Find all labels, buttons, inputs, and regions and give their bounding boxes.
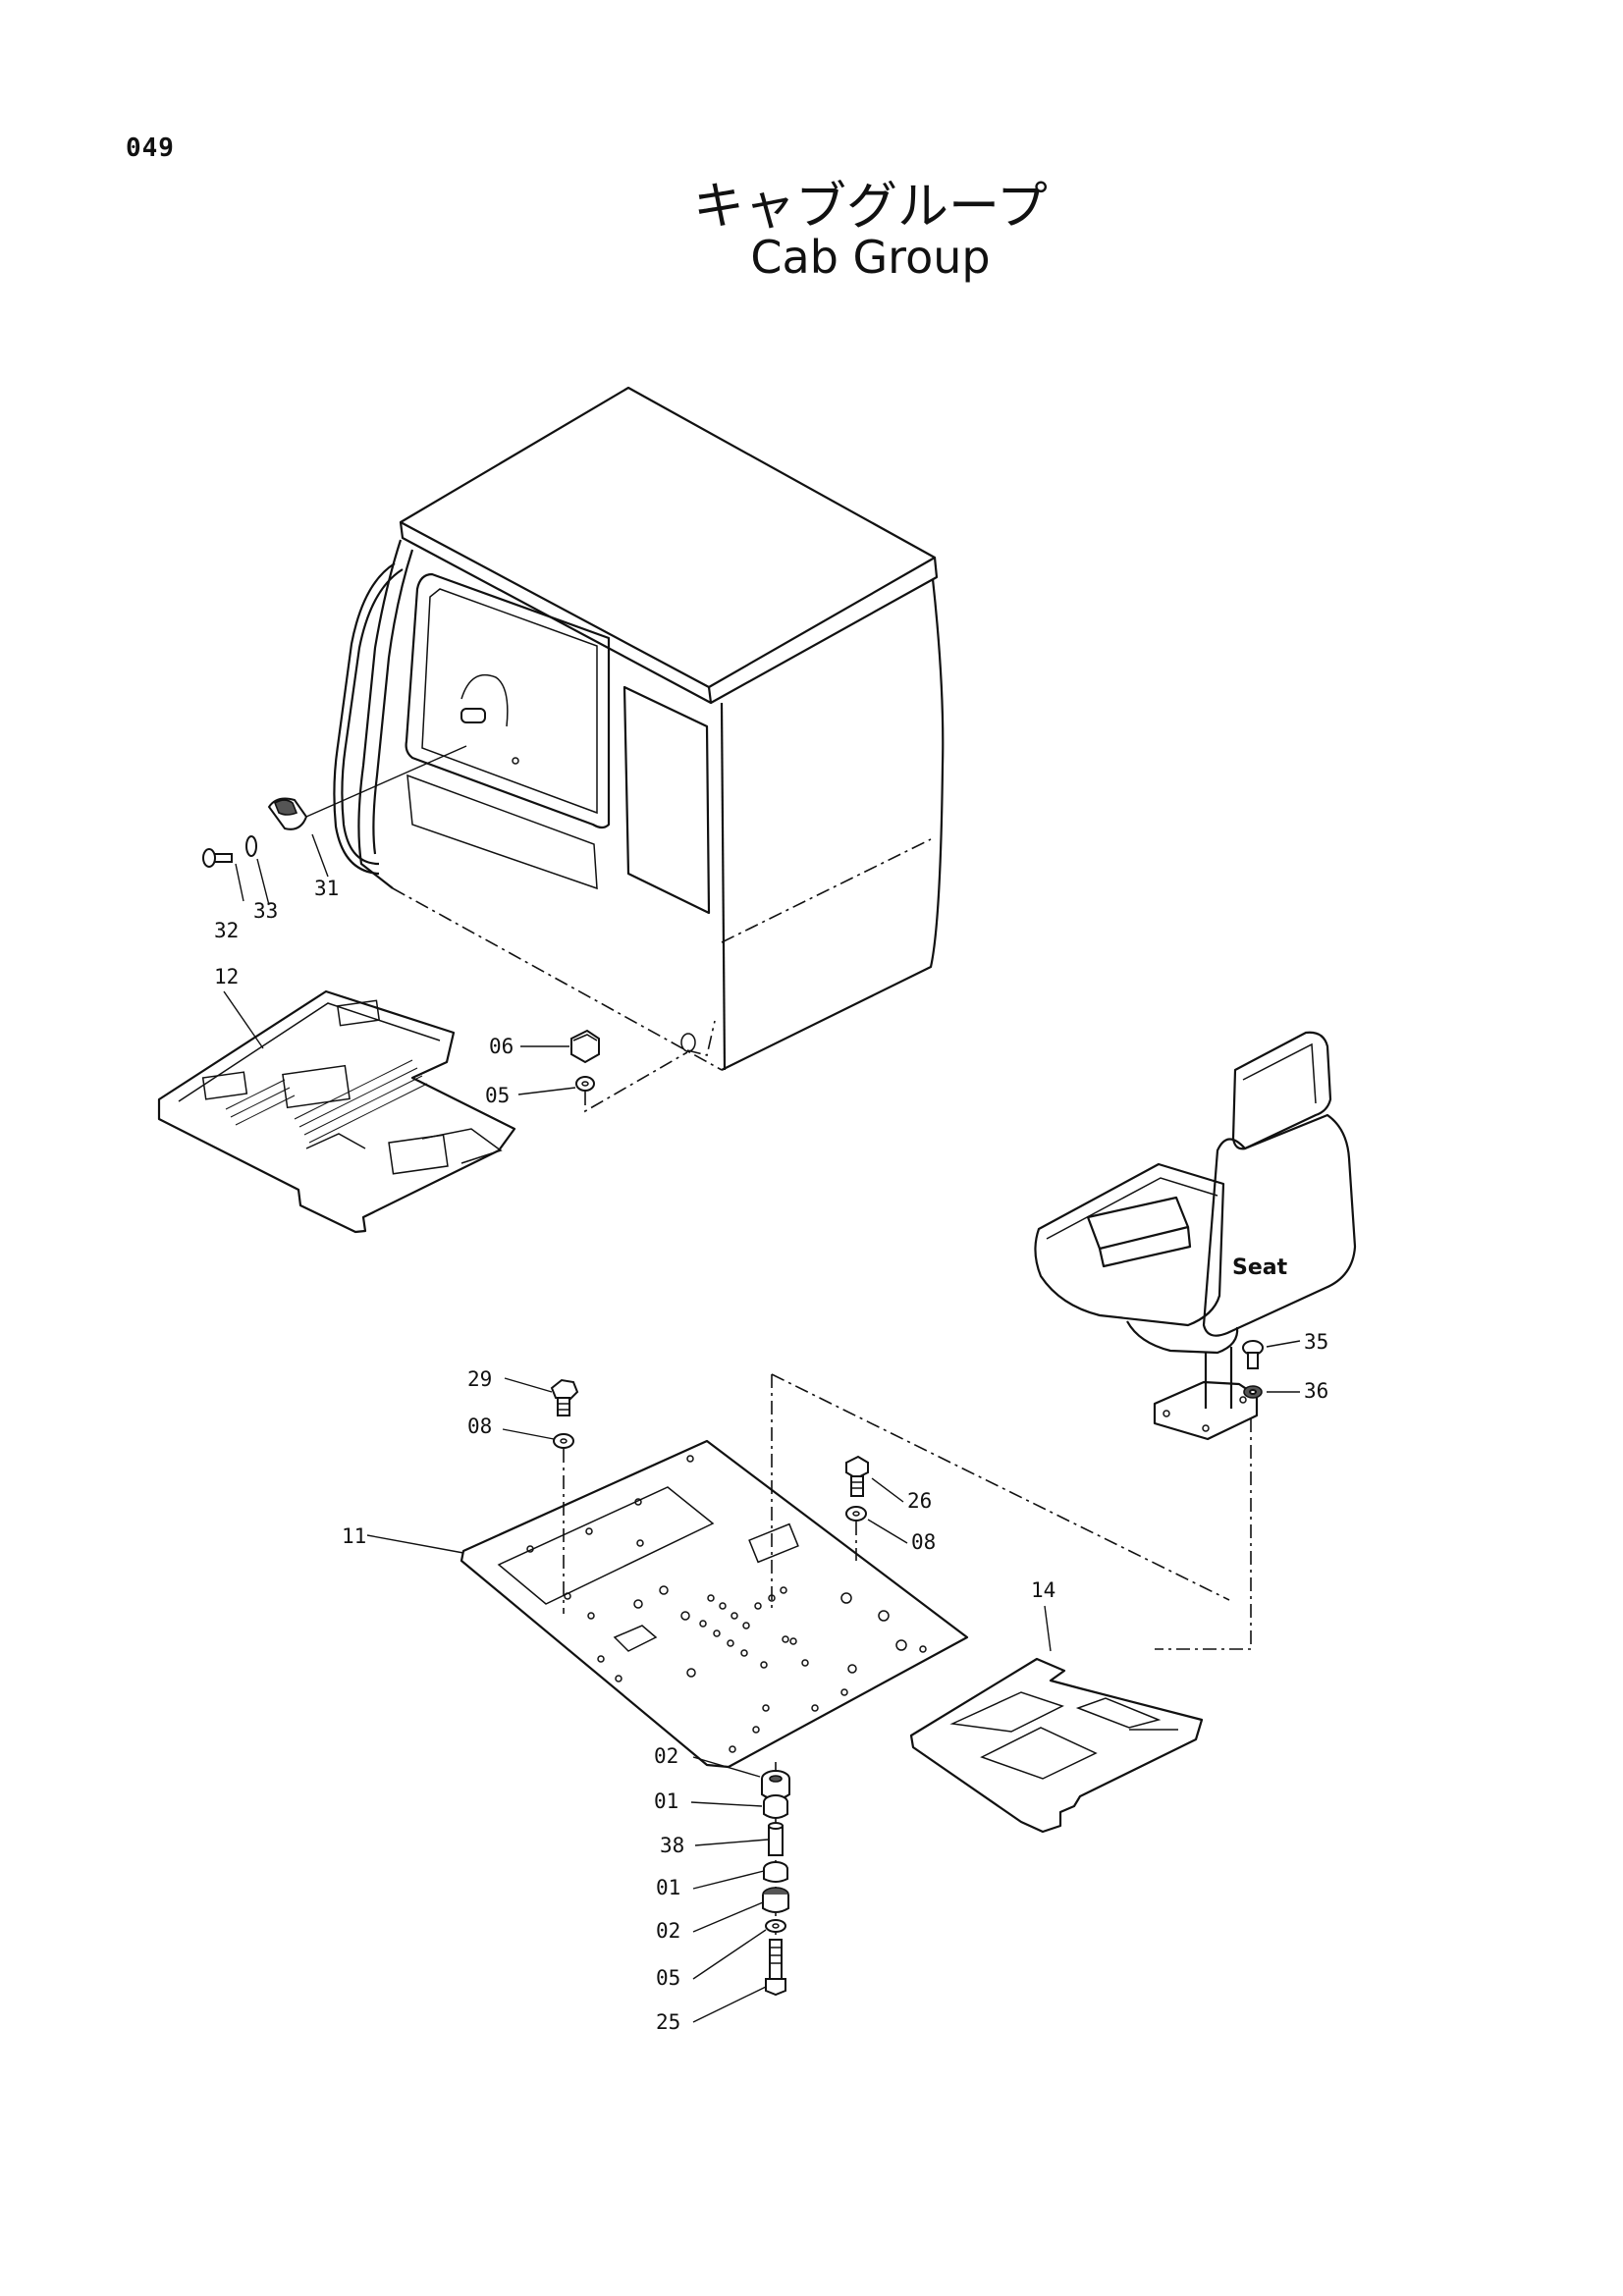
part-06-nut (570, 1029, 600, 1064)
label-11: 11 (342, 1524, 366, 1548)
part-08-washer-right (845, 1506, 867, 1522)
label-01-upper: 01 (654, 1789, 678, 1813)
seat (1034, 1031, 1357, 1650)
label-35: 35 (1304, 1330, 1328, 1354)
label-14: 14 (1031, 1578, 1055, 1602)
label-02-upper: 02 (654, 1744, 678, 1768)
part-31-latch (267, 745, 467, 830)
label-26: 26 (907, 1489, 932, 1513)
part-32-screw (202, 848, 233, 868)
label-02-lower: 02 (656, 1919, 680, 1943)
part-01-upper-mount (763, 1794, 788, 1819)
label-12: 12 (214, 965, 239, 988)
label-33: 33 (253, 899, 278, 923)
label-01-lower: 01 (656, 1876, 680, 1899)
label-08-left: 08 (467, 1415, 492, 1438)
label-05-lower: 05 (656, 1966, 680, 1990)
part-11-floor-plate (460, 1439, 969, 1769)
label-08-right: 08 (911, 1530, 936, 1554)
title-english: Cab Group (750, 231, 991, 284)
label-05-upper: 05 (485, 1084, 510, 1107)
page-number: 049 (126, 133, 175, 163)
part-08-washer-left (553, 1433, 574, 1449)
part-26-bolt (845, 1455, 869, 1497)
part-02-lower-cushion (762, 1887, 789, 1913)
part-33-washer (245, 835, 257, 857)
cab-body (333, 386, 945, 1071)
part-25-bolt (765, 1939, 786, 1997)
floor-plate-holes (526, 1455, 927, 1753)
part-29-bolt (550, 1378, 579, 1416)
part-38-spacer (768, 1822, 784, 1856)
label-31: 31 (314, 877, 339, 900)
part-36-washer (1243, 1385, 1263, 1399)
part-01-lower-mount (763, 1861, 788, 1883)
part-05-washer-upper (575, 1076, 595, 1092)
label-25: 25 (656, 2010, 680, 2034)
label-32: 32 (214, 919, 239, 942)
label-38: 38 (660, 1834, 684, 1857)
part-14-floor-mat (909, 1657, 1204, 1834)
title-japanese: キャブグループ (693, 178, 1048, 237)
part-35-bolt (1242, 1340, 1264, 1369)
part-12-floor-mat (157, 989, 516, 1234)
part-05-washer-lower (765, 1919, 786, 1933)
label-06: 06 (489, 1035, 514, 1058)
label-36: 36 (1304, 1379, 1328, 1403)
label-29: 29 (467, 1367, 492, 1391)
label-seat: Seat (1232, 1255, 1288, 1280)
